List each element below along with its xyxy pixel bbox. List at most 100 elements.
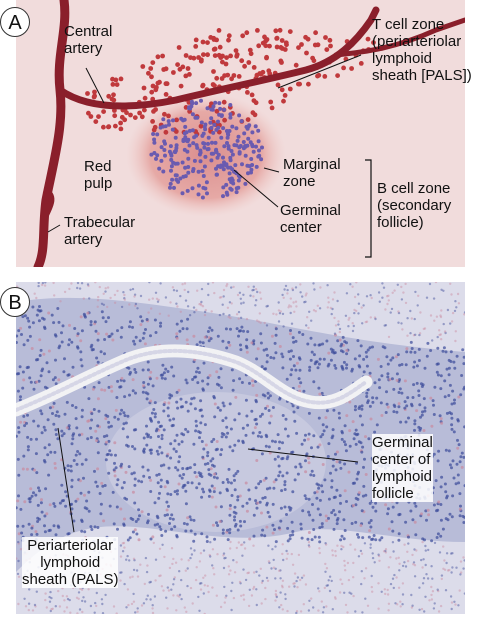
b-cell-dot [237,113,242,118]
cell-dot [264,406,268,410]
cell-dot [374,509,378,513]
cell-dot [259,414,262,418]
cell-dot [227,315,230,319]
cell-dot [158,445,162,449]
cell-dot [201,487,205,491]
cell-dot [238,580,242,584]
cell-dot [325,605,328,608]
cell-dot [60,429,64,433]
cell-dot [331,434,335,438]
cell-dot [369,543,372,546]
cell-dot [309,358,313,362]
cell-dot [46,418,50,422]
cell-dot [266,304,269,308]
cell-dot [300,442,304,446]
cell-dot [159,574,162,577]
cell-dot [459,573,462,576]
cell-dot [326,584,330,587]
cell-dot [340,364,344,368]
cell-dot [140,604,144,607]
cell-dot [167,466,171,470]
cell-dot [295,361,299,365]
cell-dot [342,440,346,444]
cell-dot [174,561,178,564]
cell-dot [153,595,157,598]
cell-dot [377,582,380,585]
cell-dot [304,433,307,437]
cell-dot [253,418,257,422]
cell-dot [36,424,40,428]
cell-dot [262,367,266,371]
cell-dot [102,292,105,295]
cell-dot [208,553,211,557]
cell-dot [151,535,155,539]
cell-dot [307,432,311,436]
cell-dot [114,408,118,412]
cell-dot [214,448,218,452]
t-cell-dot [139,114,145,120]
cell-dot [297,553,301,557]
cell-dot [292,582,295,585]
cell-dot [199,302,202,305]
cell-dot [253,426,257,430]
t-cell-dot [225,72,231,78]
cell-dot [104,458,108,462]
cell-dot [106,414,110,418]
cell-dot [36,308,40,312]
cell-dot [387,335,391,339]
b-cell-dot [211,151,216,156]
cell-dot [444,589,448,592]
cell-dot [63,357,66,361]
cell-dot [391,541,395,544]
b-cell-dot [222,107,227,112]
cell-dot [265,347,268,351]
b-cell-dot [200,195,205,200]
cell-dot [318,551,321,555]
cell-dot [422,429,426,432]
cell-dot [68,598,71,602]
b-cell-dot [169,157,174,162]
cell-dot [289,329,292,332]
cell-dot [165,508,169,512]
cell-dot [279,577,282,580]
cell-dot [219,505,223,509]
cell-dot [405,350,409,354]
cell-dot [342,360,346,364]
cell-dot [229,327,232,331]
cell-dot [374,317,377,321]
cell-dot [87,509,91,513]
cell-dot [432,403,435,407]
cell-dot [285,457,289,461]
b-cell-dot [214,127,219,132]
cell-dot [18,398,22,402]
cell-dot [107,420,111,424]
cell-dot [81,610,84,614]
cell-dot [278,606,281,609]
cell-dot [258,500,262,504]
cell-dot [184,489,188,493]
cell-dot [417,359,421,362]
cell-dot [114,466,118,470]
cell-dot [429,396,433,400]
cell-dot [50,608,53,611]
cell-dot [203,335,207,339]
cell-dot [72,459,76,462]
cell-dot [79,491,83,495]
b-cell-dot [228,155,233,160]
cell-dot [70,282,73,285]
cell-dot [93,525,97,529]
cell-dot [226,538,230,542]
cell-dot [298,462,302,466]
cell-dot [232,559,235,562]
cell-dot [227,467,231,471]
cell-dot [255,506,259,510]
cell-dot [104,417,108,421]
cell-dot [87,419,91,423]
t-cell-dot [187,72,192,77]
cell-dot [21,524,25,528]
b-cell-dot [221,167,226,172]
cell-dot [307,544,311,547]
cell-dot [89,320,93,324]
label-line: follicle) [377,214,424,231]
t-cell-dot [111,92,116,98]
